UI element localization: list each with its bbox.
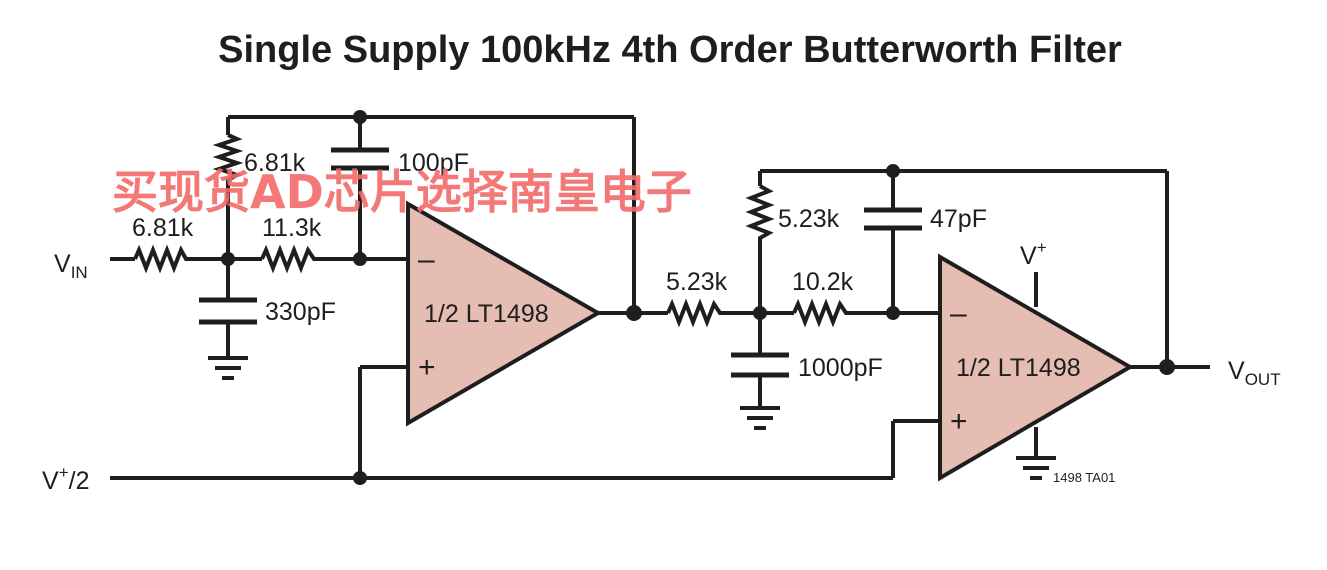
- resistor-r4: [745, 184, 775, 242]
- label-r6: 10.2k: [792, 268, 854, 296]
- label-c4: 1000pF: [798, 354, 883, 382]
- resistor-r3: [260, 244, 318, 274]
- capacitor-c3: [864, 207, 922, 231]
- opamp-u1-minus: –: [418, 243, 435, 276]
- opamp-u2-minus: –: [950, 297, 967, 330]
- figure-code: 1498 TA01: [1053, 470, 1115, 485]
- ground-icon: [1016, 456, 1056, 480]
- label-r5: 5.23k: [666, 268, 728, 296]
- opamp-u2-plus: +: [950, 405, 968, 438]
- label-c3: 47pF: [930, 205, 987, 233]
- opamp-u2-label: 1/2 LT1498: [956, 354, 1081, 382]
- ground-icon: [208, 356, 248, 380]
- capacitor-c4: [731, 352, 789, 378]
- watermark-text: 买现货AD芯片选择南皇电子: [112, 165, 692, 219]
- ground-icon: [740, 406, 780, 430]
- resistor-r1: [133, 244, 190, 274]
- label-r3: 11.3k: [262, 214, 322, 242]
- opamp-u1-label: 1/2 LT1498: [424, 300, 549, 328]
- opamp-u1-plus: +: [418, 351, 436, 384]
- page-title: Single Supply 100kHz 4th Order Butterwor…: [218, 29, 1122, 71]
- label-r2: 6.81k: [244, 149, 306, 177]
- port-vout: VOUT: [1228, 357, 1281, 389]
- resistor-r6: [792, 298, 850, 328]
- label-c1: 100pF: [398, 149, 469, 177]
- opamp-u1: – + 1/2 LT1498: [406, 200, 603, 427]
- label-r1: 6.81k: [132, 214, 194, 242]
- capacitor-c2: [199, 297, 257, 325]
- label-c2: 330pF: [265, 298, 336, 326]
- label-r4: 5.23k: [778, 205, 840, 233]
- junctions: [221, 110, 1175, 485]
- capacitor-c1: [331, 147, 389, 171]
- port-vplus: V+: [1020, 238, 1047, 270]
- opamp-u2: – + 1/2 LT1498: [938, 253, 1134, 482]
- resistor-r5: [666, 298, 724, 328]
- port-vbias: V+/2: [42, 463, 89, 495]
- port-vin: VIN: [54, 250, 88, 282]
- resistor-r2: [212, 133, 244, 183]
